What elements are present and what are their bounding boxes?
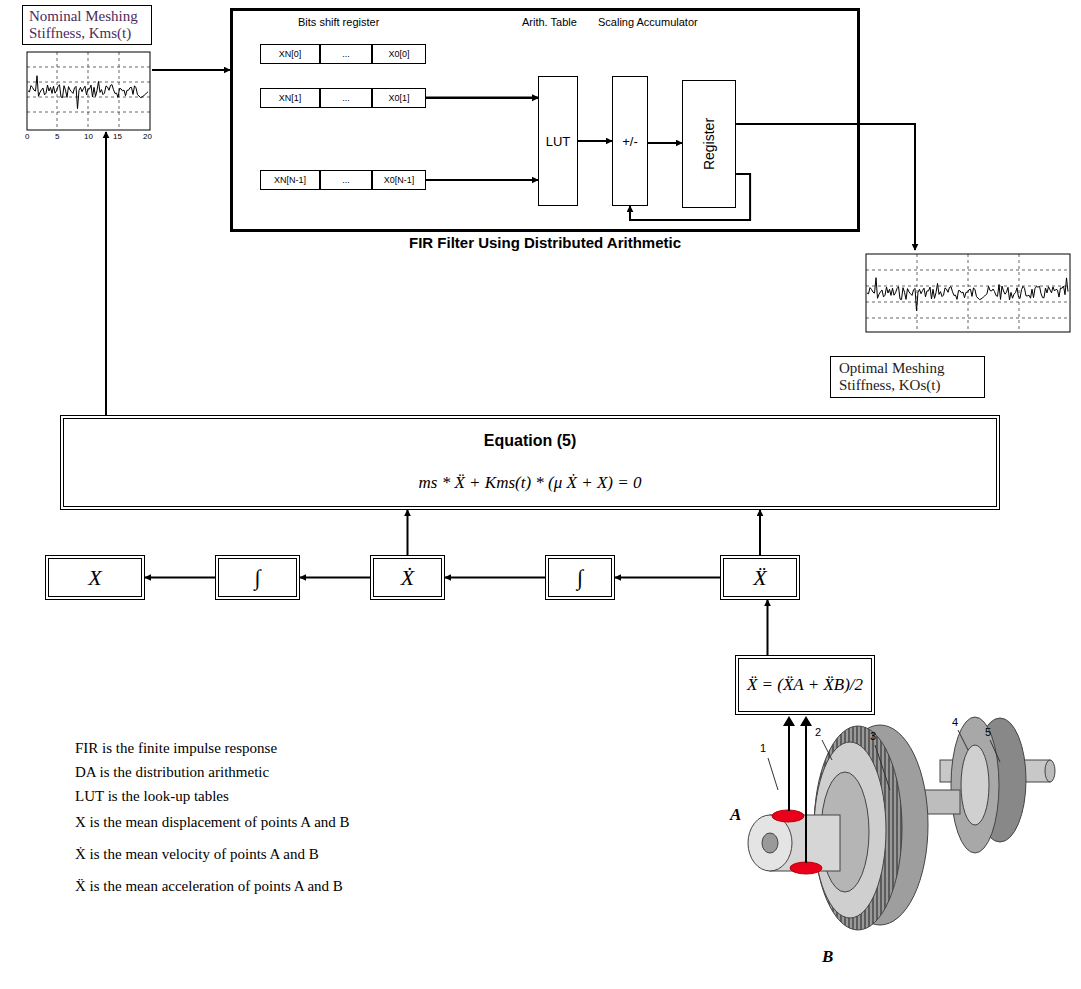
shift-register-cell: ... — [320, 170, 372, 190]
axis-tick: 5 — [55, 133, 59, 142]
node-text: X0[1] — [388, 93, 409, 103]
node-text: X — [88, 565, 101, 591]
node-text: ... — [342, 175, 350, 185]
connector-arrow — [578, 140, 612, 142]
point-label: B — [822, 948, 833, 967]
shift-register-cell: XN[0] — [260, 44, 320, 64]
definition-note: Ẍ is the mean acceleration of points A a… — [75, 878, 343, 895]
connector-arrow — [152, 69, 230, 71]
node-text: ∫ — [577, 565, 583, 591]
node-text: ... — [342, 93, 350, 103]
definition-note: DA is the distribution arithmetic — [75, 764, 269, 781]
definition-note: FIR is the finite impulse response — [75, 740, 277, 757]
node-text: +/- — [622, 134, 638, 149]
node-text: Optimal Meshing Stiffness, KOs(t) — [830, 356, 985, 398]
node-text: Ẋ — [401, 565, 414, 591]
callout-number: 4 — [952, 716, 958, 728]
axis-tick: 10 — [84, 133, 93, 142]
connector-arrow — [759, 510, 761, 555]
node-text: LUT — [546, 134, 571, 149]
shift-register-cell: XN[1] — [260, 88, 320, 108]
point-label: A — [730, 806, 741, 825]
block-heading: Scaling Accumulator — [598, 16, 698, 28]
adder-box: +/- — [612, 76, 648, 206]
node-text: X0[N-1] — [384, 175, 415, 185]
connector-arrow — [767, 600, 769, 655]
connector-arrow — [445, 577, 545, 579]
connector-arrow — [105, 132, 107, 415]
optimal-plot — [866, 254, 1070, 332]
connector-arrow — [407, 510, 409, 555]
connector-arrow — [300, 577, 370, 579]
integrator-box: ∫ — [545, 555, 615, 600]
node-text: XN[0] — [279, 49, 302, 59]
node-text: Ẍ — [753, 565, 766, 591]
node-text: ∫ — [254, 565, 260, 591]
definition-note: Ẋ is the mean velocity of points A and B — [75, 846, 319, 863]
signal-box: X — [45, 555, 145, 600]
shift-register-cell: X0[1] — [372, 88, 426, 108]
nominal-plot — [27, 52, 150, 130]
register-box: Register — [682, 80, 736, 208]
axis-tick: 15 — [113, 133, 122, 142]
signal-box: Ẋ — [370, 555, 445, 600]
fir-filter-box: FIR Filter Using Distributed ArithmeticX… — [230, 8, 860, 232]
node-text: XN[N-1] — [274, 175, 306, 185]
connector-arrow — [426, 97, 538, 99]
integrator-box: ∫ — [215, 555, 300, 600]
node-text: XN[1] — [279, 93, 302, 103]
callout-number: 5 — [985, 726, 991, 738]
shift-register-cell: ... — [320, 88, 372, 108]
node-text: ms * Ẍ + Kms(t) * (μ Ẋ + X) = 0 — [419, 473, 642, 493]
stiffness-plot-node: Nominal Meshing Stiffness, Kms(t) — [22, 5, 152, 132]
node-text: Ẍ = (ẌA + ẌB)/2 — [747, 675, 863, 695]
stiffness-plot-node: Optimal Meshing Stiffness, KOs(t) — [830, 250, 1075, 398]
connector-arrow — [426, 179, 538, 181]
connector-arrow — [648, 142, 682, 144]
connector-arrow — [145, 577, 215, 579]
shift-register-cell: ... — [320, 44, 372, 64]
axis-tick: 20 — [143, 133, 152, 142]
axis-tick: 0 — [25, 133, 29, 142]
lut-box: LUT — [538, 76, 578, 206]
node-text: ... — [342, 49, 350, 59]
signal-box: Ẍ — [720, 555, 800, 600]
node-text: FIR Filter Using Distributed Arithmetic — [233, 234, 857, 251]
shift-register-cell: XN[N-1] — [260, 170, 320, 190]
gearbox-illustration — [748, 716, 1055, 930]
block-heading: Bits shift register — [298, 16, 379, 28]
shift-register-cell: X0[N-1] — [372, 170, 426, 190]
shift-register-cell: X0[0] — [372, 44, 426, 64]
connector-arrow — [615, 577, 720, 579]
connector-arrow — [630, 174, 750, 220]
equation-box: Equation (5) ms * Ẍ + Kms(t) * (μ Ẋ + X) … — [60, 415, 1000, 510]
node-text: Equation (5) — [484, 432, 576, 450]
node-text: Nominal Meshing Stiffness, Kms(t) — [22, 5, 152, 45]
callout-number: 2 — [815, 726, 821, 738]
node-text: Register — [701, 118, 717, 170]
callout-number: 3 — [870, 730, 876, 742]
definition-note: X is the mean displacement of points A a… — [75, 814, 350, 831]
formula-box: Ẍ = (ẌA + ẌB)/2 — [735, 655, 875, 715]
connector-arrow — [426, 97, 538, 99]
callout-number: 1 — [760, 742, 766, 754]
node-text: X0[0] — [388, 49, 409, 59]
definition-note: LUT is the look-up tables — [75, 788, 229, 805]
block-heading: Arith. Table — [522, 16, 577, 28]
